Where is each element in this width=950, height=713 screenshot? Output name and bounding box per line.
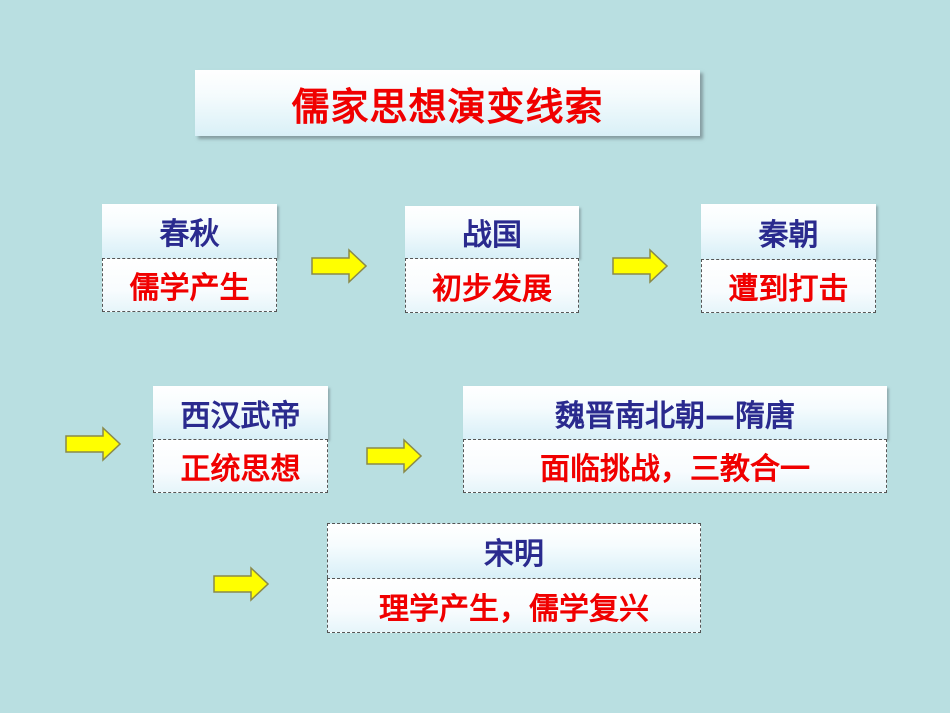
- node-xihan-wudi: 西汉武帝 正统思想: [153, 386, 328, 493]
- node-chunqiu: 春秋 儒学产生: [102, 204, 277, 312]
- stage-label: 面临挑战，三教合一: [463, 439, 887, 493]
- era-label: 西汉武帝: [153, 386, 328, 439]
- right-arrow-icon: [65, 426, 121, 462]
- era-label: 宋明: [327, 523, 701, 578]
- node-zhanguo: 战国 初步发展: [405, 206, 579, 313]
- stage-label: 遭到打击: [701, 259, 876, 313]
- node-qin: 秦朝 遭到打击: [701, 204, 876, 313]
- stage-label: 正统思想: [153, 439, 328, 493]
- era-label: 秦朝: [701, 204, 876, 259]
- right-arrow-icon: [612, 248, 668, 284]
- stage-label: 初步发展: [405, 258, 579, 313]
- stage-label: 理学产生，儒学复兴: [327, 578, 701, 633]
- right-arrow-icon: [213, 566, 269, 602]
- title-box: 儒家思想演变线索: [195, 70, 700, 136]
- right-arrow-icon: [311, 248, 367, 284]
- era-label: 魏晋南北朝—隋唐: [463, 386, 887, 439]
- stage-label: 儒学产生: [102, 258, 277, 312]
- right-arrow-icon: [366, 438, 422, 474]
- node-songming: 宋明 理学产生，儒学复兴: [327, 523, 701, 633]
- node-weijin-suitang: 魏晋南北朝—隋唐 面临挑战，三教合一: [463, 386, 887, 493]
- era-label: 战国: [405, 206, 579, 258]
- page-title: 儒家思想演变线索: [291, 84, 604, 129]
- era-label: 春秋: [102, 204, 277, 258]
